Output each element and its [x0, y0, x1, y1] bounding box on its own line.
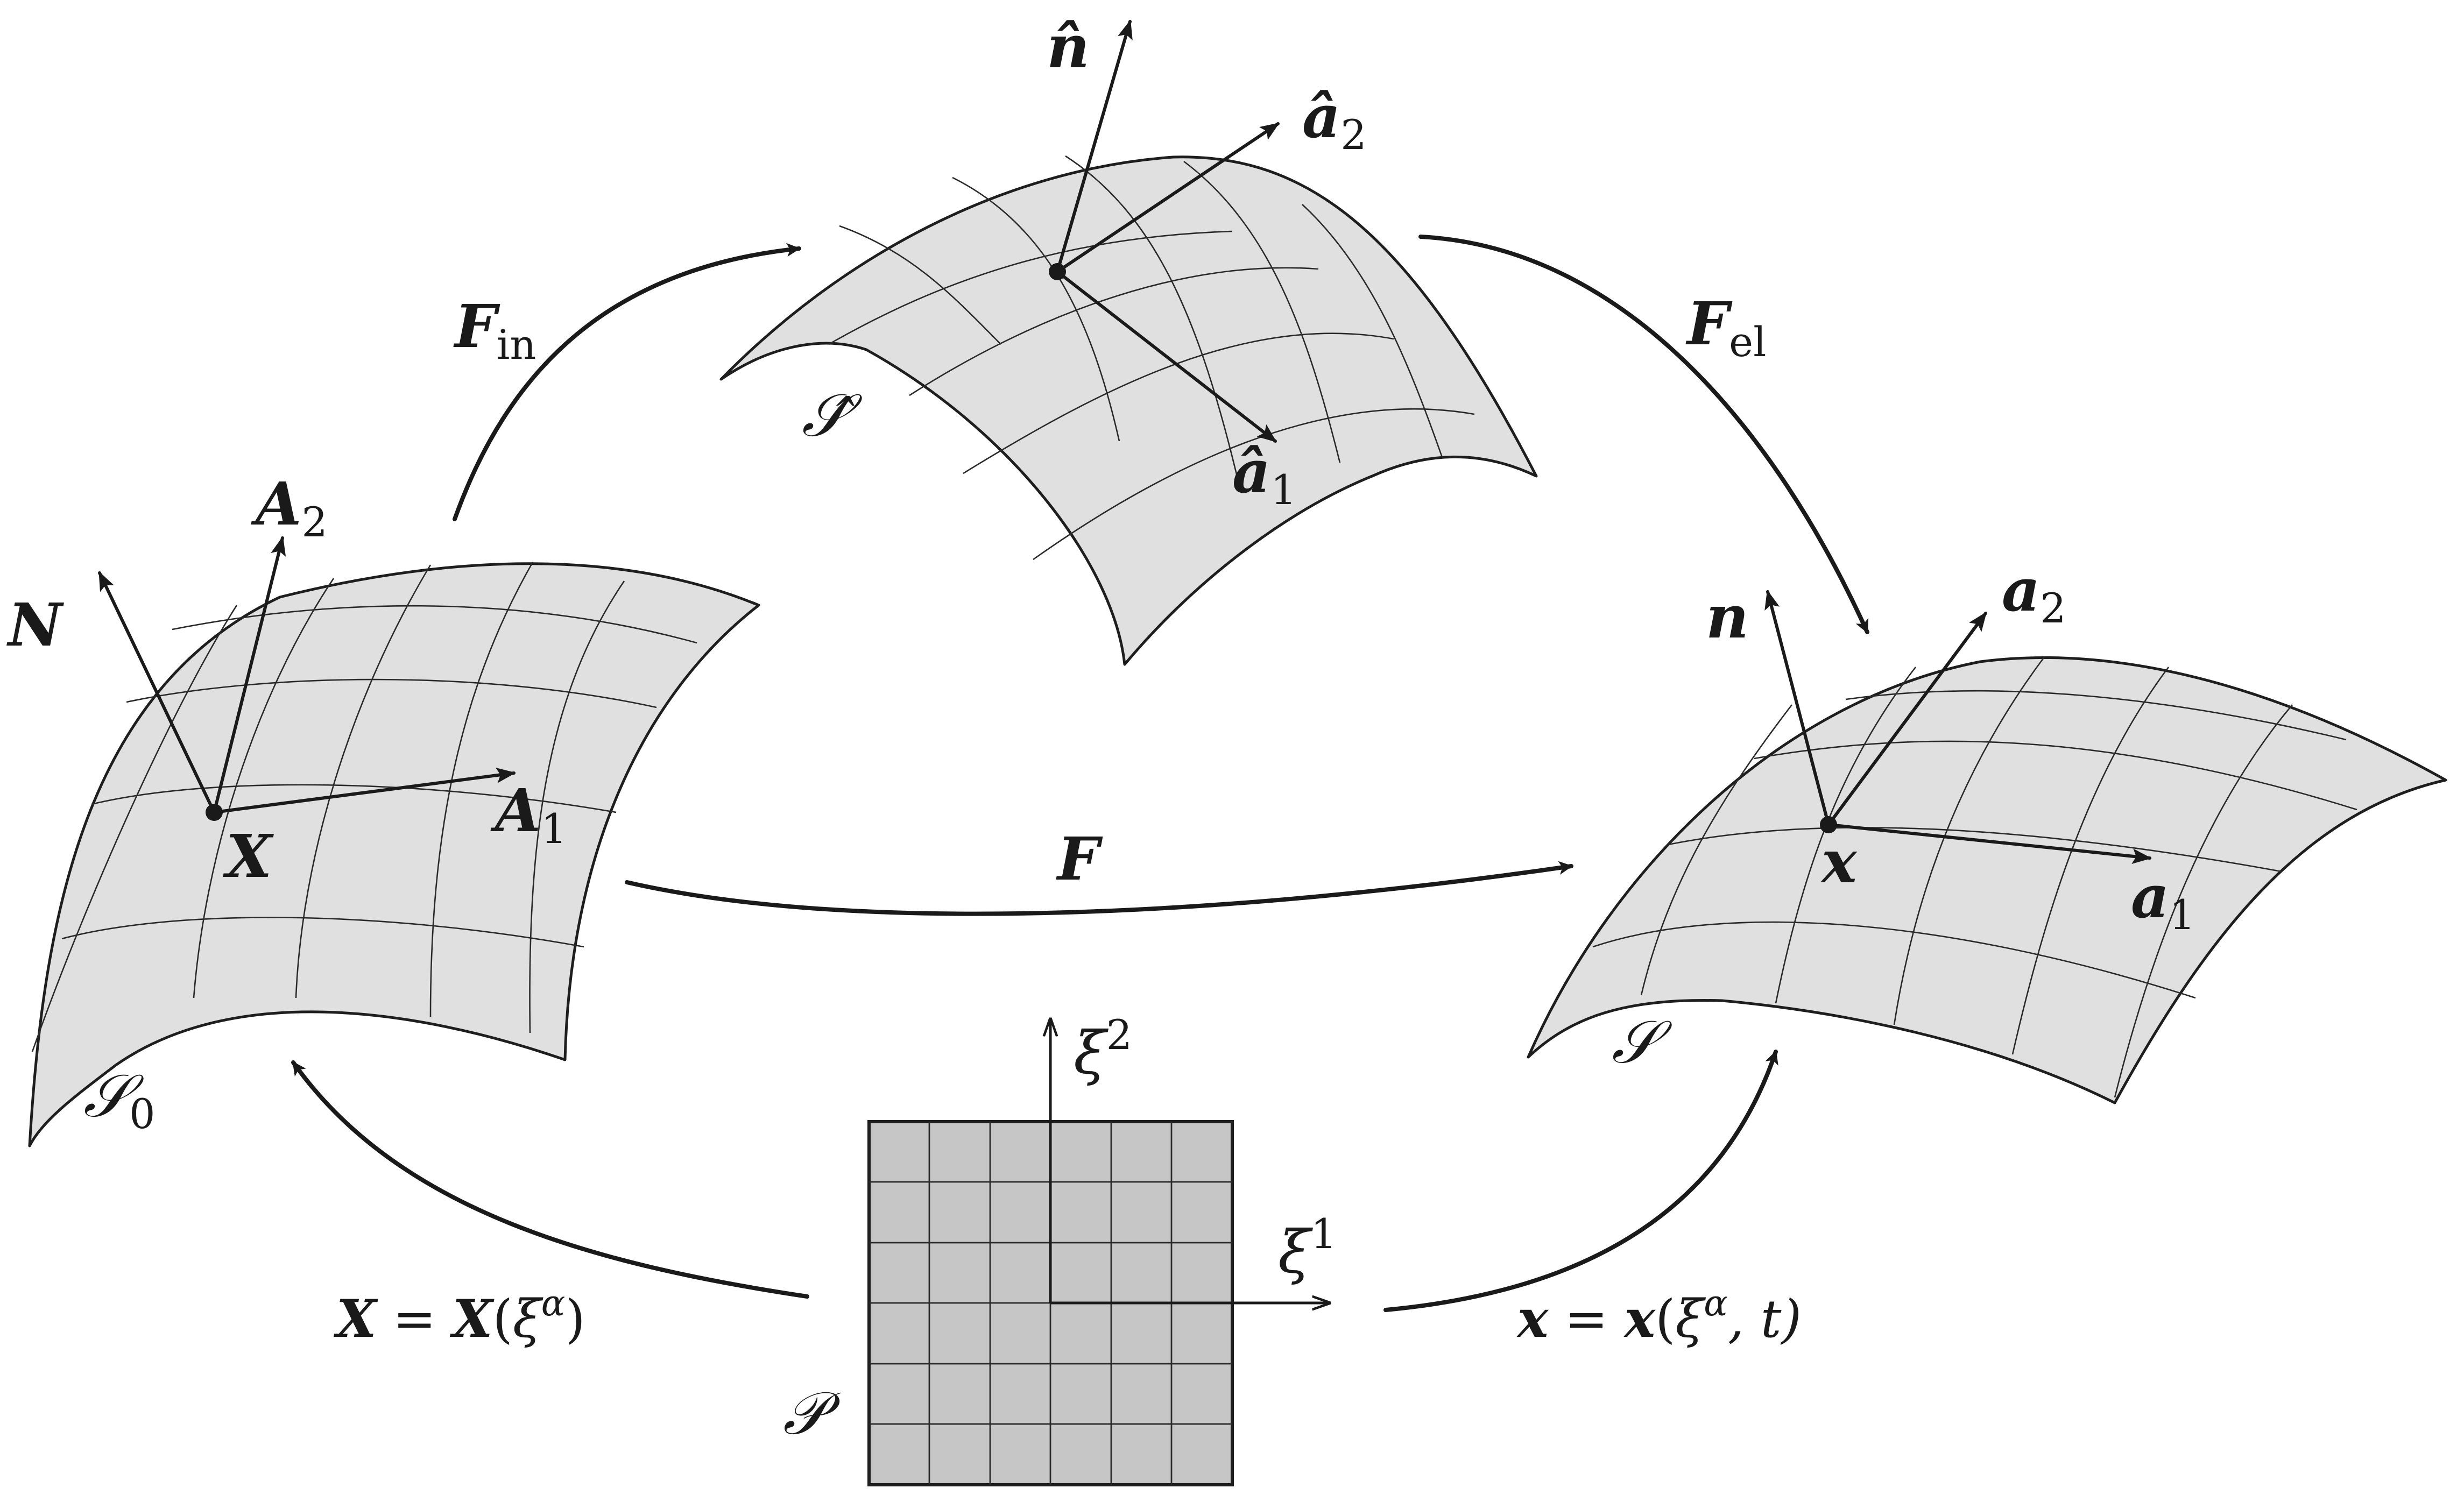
label-F: F: [1056, 824, 1103, 894]
label-F-in: Fin: [453, 292, 536, 369]
base-a2-hat-arrow: [1056, 122, 1280, 273]
base-a1-arrow: [1827, 823, 2152, 864]
current-surface-patch: [1527, 656, 2447, 1104]
spatial-point-x: [1820, 816, 1837, 833]
label-xi1: ξ1: [1278, 1210, 1337, 1286]
intermediate-surface-patch: [719, 155, 1538, 666]
label-a2-hat: â2: [1302, 82, 1367, 159]
label-a2: a2: [2002, 555, 2066, 632]
base-A1-arrow: [213, 767, 516, 814]
label-A1: A1: [490, 776, 567, 853]
label-S: 𝒮: [1612, 1008, 1672, 1076]
material-point-X: [206, 804, 223, 821]
base-A2-arrow: [213, 536, 286, 814]
base-a2-arrow: [1827, 612, 1987, 826]
label-A2: A2: [251, 469, 328, 546]
map-F-arrow: [625, 861, 1573, 916]
normal-N-arrow: [98, 571, 216, 814]
label-S0: 𝒮0: [83, 1061, 156, 1138]
label-x-equals-x-xi-t: x = x(ξα, t): [1516, 1283, 1802, 1349]
label-P: 𝒫: [783, 1379, 841, 1448]
intermediate-surface: n̂ â2 â1 𝒮̂: [719, 12, 1538, 666]
current-surface: n a2 a1 x 𝒮: [1527, 555, 2447, 1104]
reference-surface: N A2 A1 X 𝒮0: [6, 469, 760, 1147]
map-F-in-arrow: [453, 243, 801, 521]
label-xi2: ξ2: [1074, 1011, 1132, 1087]
normal-n-arrow: [1764, 590, 1830, 826]
label-n-hat: n̂: [1047, 12, 1090, 81]
label-X-equals-X-xi: X = X(ξα): [333, 1283, 585, 1349]
map-X-of-xi-arrow: [291, 1060, 809, 1299]
label-n: n: [1706, 582, 1749, 651]
map-F-el-arrow: [1418, 235, 1869, 634]
normal-n-hat-arrow: [1056, 19, 1133, 273]
label-a1-hat: â1: [1232, 437, 1297, 514]
reference-surface-grid: [31, 562, 697, 1052]
parameter-domain: ξ2 ξ1 𝒫: [783, 1011, 1337, 1486]
map-x-of-xi-arrow: [1383, 1050, 1778, 1312]
current-surface-grid: [1592, 656, 2357, 1098]
mapping-arrows: [291, 235, 1869, 1312]
intermediate-surface-grid: [828, 155, 1475, 561]
label-S-hat: 𝒮̂: [802, 381, 863, 450]
intermediate-point: [1049, 263, 1066, 280]
reference-surface-patch: [28, 562, 760, 1147]
label-F-el: Fel: [1685, 289, 1766, 366]
label-X-point: X: [223, 821, 274, 891]
base-a1-hat-arrow: [1056, 270, 1277, 443]
label-N: N: [6, 590, 64, 660]
label-x-point: x: [1820, 827, 1858, 896]
label-a1: a1: [2131, 862, 2195, 939]
